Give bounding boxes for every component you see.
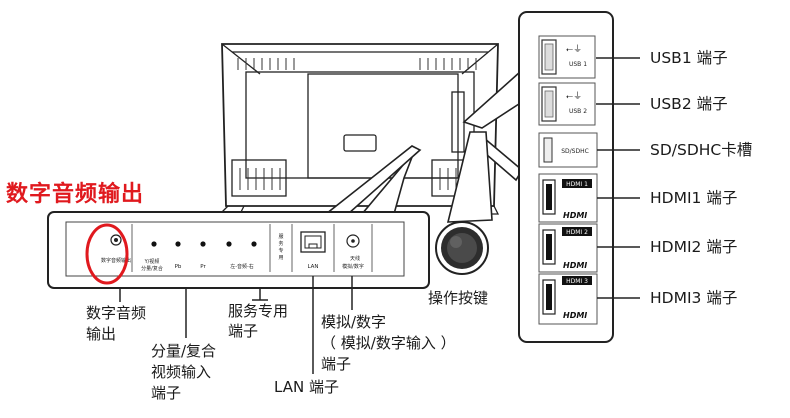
component-line1: Y/视频 — [144, 258, 160, 265]
hdmi3-port: HDMI 3 HDMI — [538, 273, 598, 325]
digital-out-panel-text: 数字音频输出 — [101, 257, 131, 264]
usb1-port: ⭠⏚ USB 1 — [538, 35, 596, 79]
label-usb1: USB1 端子 — [650, 49, 728, 67]
sd-port-text: SD/SDHC — [561, 148, 589, 155]
label-lan: LAN 端子 — [274, 378, 339, 396]
svg-text:务: 务 — [278, 240, 283, 247]
component-jacks — [151, 241, 257, 247]
hdmi2-port: HDMI 2 HDMI — [538, 223, 598, 273]
service-port: 服 务 专 用 — [278, 234, 283, 261]
label-digital-audio-2: 输出 — [86, 325, 117, 343]
operation-button — [435, 221, 489, 275]
label-component-2: 视频输入 — [151, 363, 212, 381]
hdmi2-port-text: HDMI 2 — [566, 229, 588, 236]
svg-text:专: 专 — [278, 247, 283, 254]
usb2-port-text: USB 2 — [569, 108, 587, 115]
usb1-port-text: USB 1 — [569, 61, 587, 68]
lan-port: LAN — [300, 231, 326, 270]
label-service-2: 端子 — [228, 322, 259, 340]
digital-audio-jack: 数字音频输出 — [101, 234, 131, 264]
label-sd-slot: SD/SDHC卡槽 — [650, 141, 753, 159]
label-component-3: 端子 — [151, 384, 182, 402]
label-analog-digital-3: 端子 — [321, 355, 352, 373]
hdmi1-port-text: HDMI 1 — [566, 181, 588, 188]
svg-text:服: 服 — [278, 234, 283, 240]
label-usb2: USB2 端子 — [650, 95, 728, 113]
pr-text: Pr — [200, 264, 206, 270]
label-analog-digital-1: 模拟/数字 — [321, 313, 387, 331]
label-hdmi1: HDMI1 端子 — [650, 189, 738, 207]
svg-text:用: 用 — [278, 255, 283, 261]
usb-icon: ⭠⏚ — [566, 44, 582, 55]
button-callout — [446, 131, 493, 223]
hdmi-logo: HDMI — [563, 311, 587, 320]
usb-icon: ⭠⏚ — [566, 91, 582, 102]
headline-digital-audio: 数字音频输出 — [6, 182, 145, 207]
hdmi-logo: HDMI — [563, 211, 587, 220]
component-panel-text: Y/视频 分量/复合 Pb Pr 左-音频-右 — [141, 258, 254, 272]
label-operation-button: 操作按键 — [428, 289, 489, 307]
side-port-panel — [518, 11, 614, 343]
pb-text: Pb — [175, 264, 182, 270]
hdmi3-port-text: HDMI 3 — [566, 278, 588, 285]
audio-lr-text: 左-音频-右 — [230, 263, 254, 270]
hdmi-logo: HDMI — [563, 261, 587, 270]
label-hdmi3: HDMI3 端子 — [650, 289, 738, 307]
antenna-sub-text: 模拟/数字 — [342, 263, 364, 270]
bottom-leader-lines — [119, 276, 353, 374]
label-digital-audio-1: 数字音频 — [86, 304, 147, 322]
red-highlight-circle — [85, 223, 129, 285]
lan-panel-text: LAN — [307, 264, 318, 270]
usb2-port: ⭠⏚ USB 2 — [538, 82, 596, 126]
label-analog-digital-2: （ 模拟/数字输入 ） — [321, 334, 456, 352]
antenna-panel-text: 天线 — [350, 255, 360, 262]
component-line2: 分量/复合 — [141, 265, 163, 272]
side-leader-lines — [596, 57, 640, 299]
label-hdmi2: HDMI2 端子 — [650, 238, 738, 256]
label-component-1: 分量/复合 — [151, 342, 217, 360]
label-service-1: 服务专用 — [228, 302, 289, 320]
antenna-port: 天线 模拟/数字 — [342, 234, 364, 270]
